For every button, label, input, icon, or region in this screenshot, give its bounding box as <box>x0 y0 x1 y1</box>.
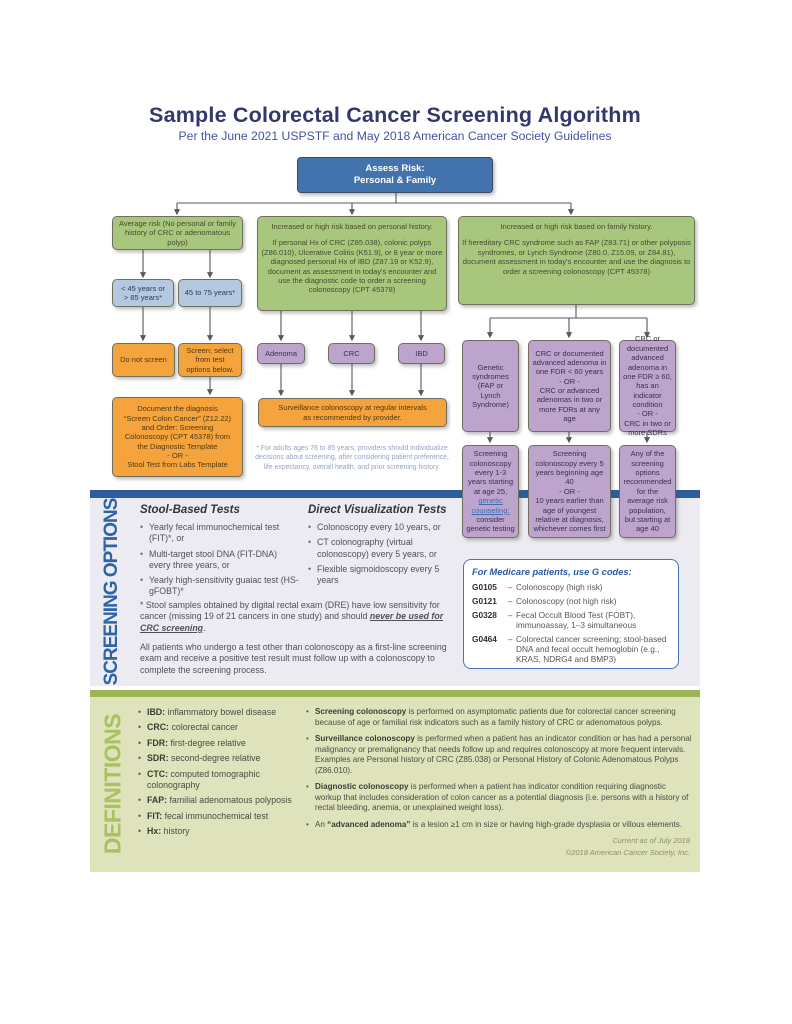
any-option-age40-box: Any of the screening options recommended… <box>619 445 676 538</box>
list-item: Yearly high-sensitivity guaiac test (HS-… <box>140 575 300 598</box>
assess-risk-box: Assess Risk: Personal & Family <box>297 157 493 193</box>
ibd-box: IBD <box>398 343 445 364</box>
green-divider-bar <box>90 690 700 697</box>
gcode: G0328 <box>472 609 497 620</box>
gcode-dash: – <box>507 633 513 644</box>
personal-history-box: Increased or high risk based on personal… <box>257 216 447 311</box>
personal-history-title: Increased or high risk based on personal… <box>271 222 433 231</box>
fdr-under60-box: CRC or documented advanced adenoma in on… <box>528 340 611 432</box>
definition-note: Screening colonoscopy is performed on as… <box>306 707 692 728</box>
gcode-dash: – <box>507 582 513 592</box>
gcode-desc: Colonoscopy (high risk) <box>516 582 603 592</box>
direct-tests-heading: Direct Visualization Tests <box>308 504 447 516</box>
screen-select-box: Screen; select from test options below. <box>178 343 242 377</box>
list-item: Yearly fecal immunochemical test (FIT)*,… <box>140 522 300 545</box>
definitions-notes-column: Screening colonoscopy is performed on as… <box>306 707 692 836</box>
genetic-syndromes-box: Genetic syndromes (FAP or Lynch Syndrome… <box>462 340 519 432</box>
stool-footnote-period: . <box>203 622 206 633</box>
gcode: G0464 <box>472 633 497 644</box>
age-45-75-box: 45 to 75 years* <box>178 279 242 307</box>
age-young-old-box: < 45 years or > 85 years* <box>112 279 174 307</box>
stool-footnote: * Stool samples obtained by digital rect… <box>140 600 462 634</box>
abbreviation-item: FIT: fecal immunochemical test <box>138 811 302 822</box>
gcode-desc: Colonoscopy (not high risk) <box>516 595 617 606</box>
blue-divider-bar <box>90 490 700 498</box>
stool-footnote-emphasis: never be used for CRC screening <box>140 611 444 633</box>
abbreviation-item: IBD: inflammatory bowel disease <box>138 707 302 718</box>
adenoma-box: Adenoma <box>257 343 305 364</box>
definitions-label: DEFINITIONS <box>99 713 126 855</box>
gcode-row: G0105 – Colonoscopy (high risk) <box>472 582 670 593</box>
page-title: Sample Colorectal Cancer Screening Algor… <box>149 103 641 127</box>
screening-13-pre: Screening colonoscopy every 1-3 years st… <box>467 449 514 496</box>
abbreviation-item: SDR: second-degree relative <box>138 753 302 764</box>
abbreviation-item: CTC: computed tomographic colonography <box>138 769 302 791</box>
follow-up-note: All patients who undergo a test other th… <box>140 642 447 675</box>
personal-history-body: If personal Hx of CRC (Z85.038), colonic… <box>261 238 443 295</box>
crc-box: CRC <box>328 343 375 364</box>
screening-13-post: consider genetic testing <box>466 514 515 534</box>
definition-note: Surveillance colonoscopy is performed wh… <box>306 734 692 776</box>
gcode: G0121 <box>472 595 497 606</box>
gcode-desc: Fecal Occult Blood Test (FOBT), immunoas… <box>516 609 637 630</box>
medicare-title: For Medicare patients, use G codes: <box>472 567 632 577</box>
abbreviation-item: FAP: familial adenomatous polyposis <box>138 795 302 806</box>
gcode-row: G0121 – Colonoscopy (not high risk) <box>472 595 670 607</box>
gcode-row: G0464 – Colorectal cancer screening; sto… <box>472 633 670 665</box>
page-subtitle: Per the June 2021 USPSTF and May 2018 Am… <box>178 129 612 143</box>
abbreviations-column: IBD: inflammatory bowel disease CRC: col… <box>138 707 302 842</box>
stool-footnote-text: * Stool samples obtained by digital rect… <box>140 600 440 622</box>
copyright-footer: Current as of July 2018 ©2018 American C… <box>420 835 690 859</box>
screening-options-label: SCREENING OPTIONS <box>101 498 122 686</box>
fdr-60plus-box: CRC or documented advanced adenoma in on… <box>619 334 676 437</box>
family-history-title: Increased or high risk based on family h… <box>500 222 653 231</box>
stool-tests-list: Yearly fecal immunochemical test (FIT)*,… <box>140 522 300 598</box>
definition-note: An “advanced adenoma” is a lesion ≥1 cm … <box>306 820 692 831</box>
document-diagnosis-box: Document the diagnosis “Screen Colon Can… <box>112 397 243 477</box>
family-history-box: Increased or high risk based on family h… <box>458 216 695 305</box>
definition-note: Diagnostic colonoscopy is performed when… <box>306 782 692 814</box>
age-footnote: * For adults ages 76 to 85 years, provid… <box>255 445 449 471</box>
abbreviation-item: Hx: history <box>138 826 302 837</box>
medicare-gcodes-box: For Medicare patients, use G codes: G010… <box>463 559 679 669</box>
gcode-dash: – <box>507 609 513 620</box>
list-item: CT colonography (virtual colonoscopy) ev… <box>308 537 462 560</box>
screening-13-box: Screening colonoscopy every 1-3 years st… <box>462 445 519 538</box>
stool-tests-heading: Stool-Based Tests <box>140 504 240 516</box>
footer-line2: ©2018 American Cancer Society, Inc. <box>565 848 690 857</box>
list-item: Colonoscopy every 10 years, or <box>308 522 462 534</box>
abbreviation-item: FDR: first-degree relative <box>138 738 302 749</box>
family-history-body: If hereditary CRC syndrome such as FAP (… <box>462 238 691 276</box>
do-not-screen-box: Do not screen <box>112 343 175 377</box>
gcode: G0105 <box>472 582 497 592</box>
gcode-row: G0328 – Fecal Occult Blood Test (FOBT), … <box>472 609 670 631</box>
surveillance-box: Surveillance colonoscopy at regular inte… <box>258 398 447 427</box>
list-item: Multi-target stool DNA (FIT-DNA) every t… <box>140 549 300 572</box>
list-item: Flexible sigmoidoscopy every 5 years <box>308 564 462 587</box>
direct-tests-list: Colonoscopy every 10 years, or CT colono… <box>308 522 462 586</box>
abbreviation-item: CRC: colorectal cancer <box>138 722 302 733</box>
gcode-desc: Colorectal cancer screening; stool-based… <box>516 633 667 664</box>
footer-line1: Current as of July 2018 <box>612 836 690 845</box>
screening-5yr-box: Screening colonoscopy every 5 years begi… <box>528 445 611 538</box>
gcode-dash: – <box>507 595 513 606</box>
genetic-counseling-link[interactable]: genetic counseling: <box>471 496 510 515</box>
average-risk-box: Average risk (No personal or family hist… <box>112 216 243 250</box>
